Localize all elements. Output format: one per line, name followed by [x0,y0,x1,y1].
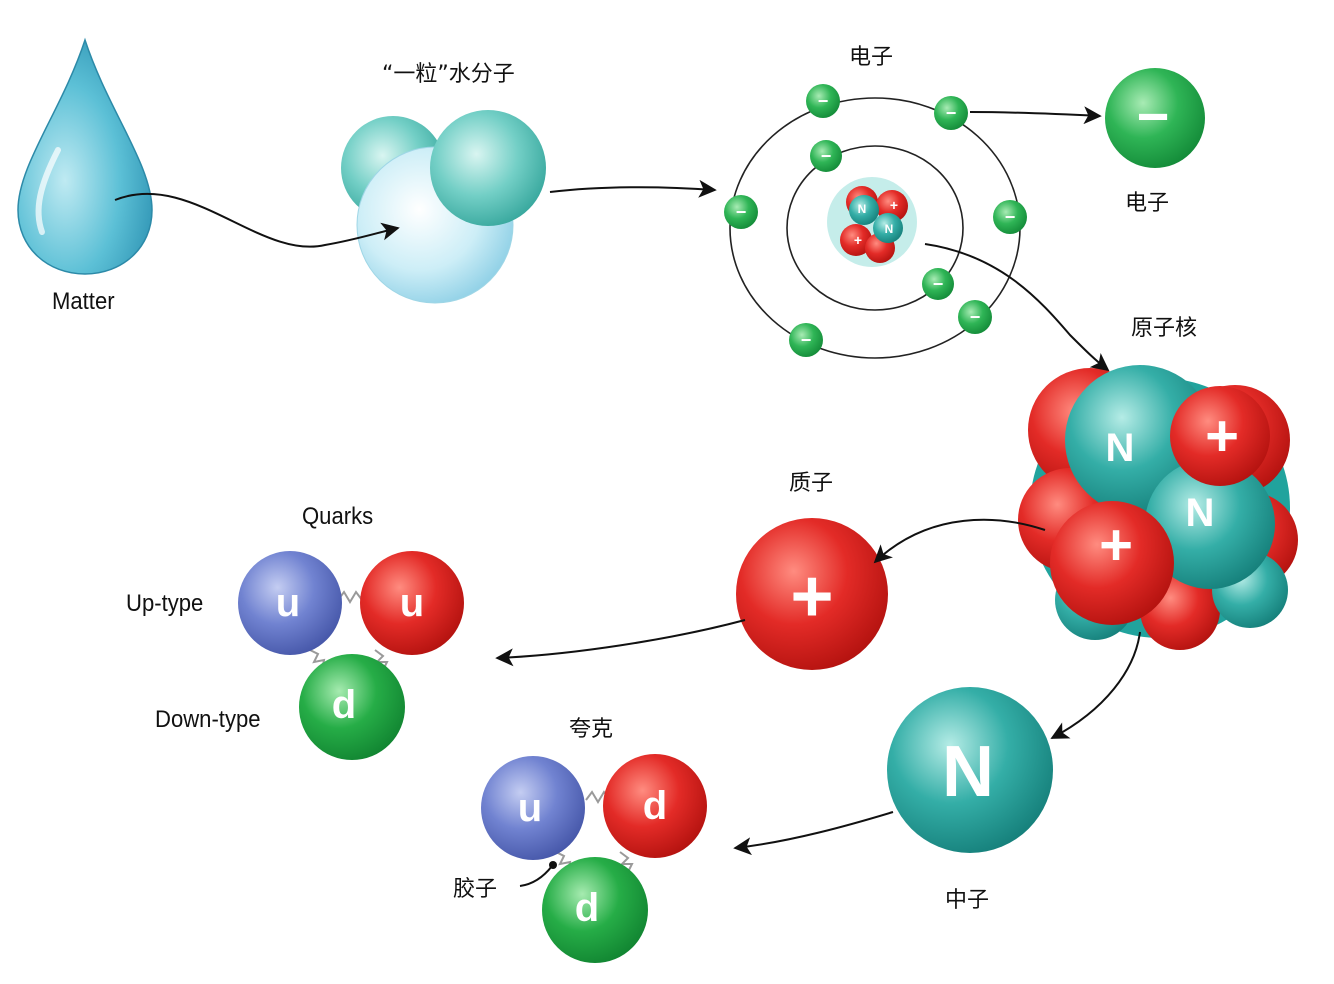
svg-text:+: + [1205,404,1239,469]
electron [958,300,992,334]
arrow-neutron-to-quarks [733,811,894,856]
electron [934,96,968,130]
neutron-glyph: N [942,732,994,812]
free-electron-glyph: − [1137,85,1170,148]
nucleus-cluster: N N + + [1018,365,1298,650]
gluon-spring [337,590,363,604]
electron [993,200,1027,234]
nucleus-label: 原子核 [1131,316,1198,341]
svg-text:−: − [933,274,944,294]
arrow-proton-to-quarks [495,619,746,667]
arrow-nucleus-to-proton [873,518,1046,564]
neutron [887,687,1053,853]
svg-text:−: − [1005,207,1016,227]
mini-neutron-glyph: N [885,222,894,236]
up-type-label: Up-type [126,590,204,617]
svg-text:N: N [1186,491,1215,535]
svg-text:+: + [1099,513,1133,578]
electron [806,84,840,118]
arrow-atom-to-electron [969,106,1102,125]
up-quark [360,551,464,655]
proton-label: 质子 [789,471,834,496]
svg-text:−: − [970,307,981,327]
neutron-quarks: u d d [481,754,707,963]
svg-text:−: − [801,330,812,350]
neutron-label: 中子 [945,888,990,913]
arrow-molecule-to-atom [549,179,717,198]
svg-text:d: d [575,886,599,930]
electron-top-label: 电子 [849,45,894,70]
svg-text:−: − [818,91,829,111]
matter-label: Matter [52,288,115,315]
water-drop-highlight [35,147,61,235]
proton [736,518,888,670]
electron [724,195,758,229]
free-electron [1105,68,1205,168]
down-quark [542,857,648,963]
orbit-electrons: − − − − − − − − [724,84,1027,357]
up-quark [238,551,342,655]
svg-text:d: d [332,683,356,727]
gluon-pointer [519,865,553,887]
proton-quarks: u u d [238,551,464,760]
orbit-inner [786,145,964,311]
gluon-spring [619,851,634,873]
molecule-hydrogen-right [430,110,546,226]
water-drop-icon [17,37,153,275]
water-molecule-label: “一粒”水分子 [382,62,515,87]
svg-text:N: N [1106,426,1135,470]
mini-proton-glyph: + [854,232,862,248]
electron [810,140,842,172]
electron-right-label: 电子 [1125,191,1170,216]
svg-text:d: d [643,784,667,828]
gluon-pointer-dot [549,861,557,869]
electron [922,268,954,300]
quarks-heading: Quarks [302,503,374,530]
arrow-matter-to-molecule [114,193,400,248]
up-quark [481,756,585,860]
down-quark [299,654,405,760]
svg-text:u: u [276,581,300,625]
mini-proton-glyph: + [890,197,898,213]
nucleus-proton [1050,501,1174,625]
proton-glyph: + [790,555,833,638]
svg-text:u: u [400,581,424,625]
down-type-label: Down-type [155,706,261,733]
mini-neutron-glyph: N [858,202,867,216]
electron [789,323,823,357]
svg-text:u: u [518,786,542,830]
arrow-atom-to-nucleus [924,243,1110,372]
svg-text:−: − [946,103,957,123]
nucleus-proton [1170,386,1270,486]
svg-text:−: − [736,202,747,222]
down-quark [603,754,707,858]
quark-cn-label: 夸克 [569,717,614,742]
svg-text:−: − [821,146,832,166]
nucleus-neutron [1145,459,1275,589]
gluon-label: 胶子 [453,877,498,902]
atom-nucleus-mini: N + N + [840,186,908,263]
arrow-nucleus-to-neutron [1050,631,1141,739]
